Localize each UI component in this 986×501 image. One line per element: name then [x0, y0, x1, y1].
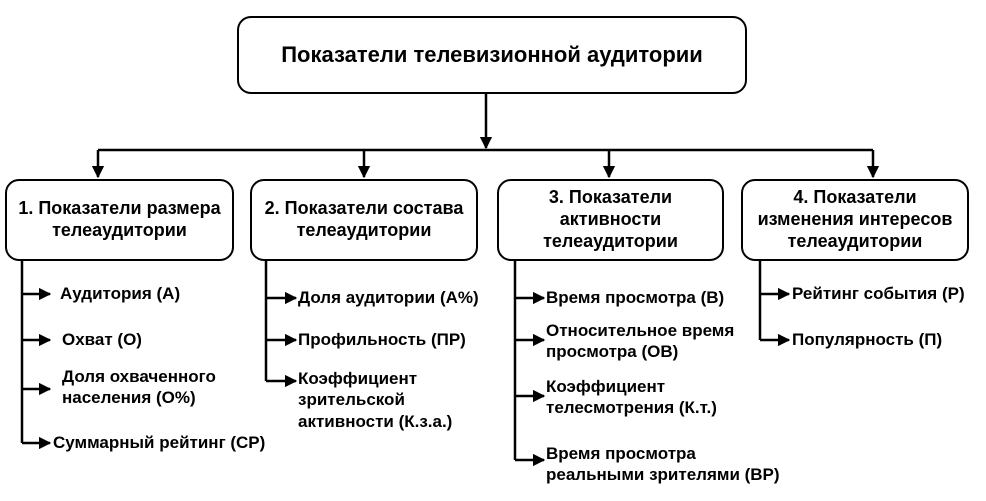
- category-label-line: телеаудитории: [52, 220, 187, 240]
- category-node-interest-change: 4. Показатели изменения интересов телеау…: [741, 179, 969, 261]
- indicator-item: Суммарный рейтинг (СР): [53, 432, 265, 453]
- category-label-line: 3. Показатели: [548, 187, 673, 208]
- indicator-item: Доля аудитории (А%): [298, 287, 479, 308]
- indicator-line: зрительской: [298, 390, 405, 410]
- category-label-line: телеаудитории: [296, 220, 432, 240]
- category-node-composition: 2. Показатели состава телеаудитории: [250, 179, 478, 261]
- indicator-line: Время просмотра (В): [546, 288, 725, 307]
- indicator-item: Время просмотра (В): [546, 287, 724, 308]
- category-node-activity: 3. Показатели активности телеаудитории: [497, 179, 724, 261]
- indicator-line: Доля охваченного: [62, 367, 216, 386]
- indicator-item: Коэффициент зрительской активности (К.з.…: [298, 368, 452, 432]
- root-title: Показатели телевизионной аудитории: [281, 41, 703, 67]
- indicator-item: Рейтинг события (Р): [792, 283, 965, 304]
- indicator-line: Профильность (ПР): [298, 330, 466, 349]
- category-label-line: 1. Показатели размера: [18, 198, 221, 219]
- category-node-size: 1. Показатели размера телеаудитории: [5, 179, 234, 261]
- indicator-line: Доля аудитории (А%): [298, 288, 479, 307]
- indicator-item: Доля охваченного населения (О%): [62, 366, 216, 409]
- category-label-line: телеаудитории: [787, 230, 923, 251]
- indicator-line: Время просмотра: [546, 444, 696, 463]
- root-node: Показатели телевизионной аудитории: [237, 16, 747, 94]
- category-label-line: 2. Показатели состава: [264, 198, 464, 219]
- category-label-line: изменения интересов: [757, 209, 953, 230]
- indicator-item: Коэффициент телесмотрения (К.т.): [546, 376, 717, 419]
- indicator-line: активности (К.з.а.): [298, 411, 453, 431]
- indicator-line: Суммарный рейтинг (СР): [53, 433, 266, 452]
- indicator-item: Охват (О): [62, 329, 142, 350]
- indicator-line: просмотра (ОВ): [546, 342, 679, 362]
- indicator-line: Относительное время: [546, 321, 735, 340]
- indicator-item: Популярность (П): [792, 329, 942, 350]
- indicator-line: Коэффициент: [298, 369, 418, 388]
- indicator-item: Время просмотра реальными зрителями (ВР): [546, 443, 780, 486]
- indicator-line: Аудитория (А): [60, 284, 181, 303]
- category-label-line: телеаудитории: [543, 230, 678, 251]
- indicator-line: Рейтинг события (Р): [792, 284, 965, 303]
- indicator-item: Профильность (ПР): [298, 329, 466, 350]
- indicator-item: Аудитория (А): [60, 283, 180, 304]
- indicator-item: Относительное время просмотра (ОВ): [546, 320, 734, 363]
- indicator-line: населения (О%): [62, 388, 196, 408]
- indicator-line: реальными зрителями (ВР): [546, 465, 780, 485]
- category-label-line: активности: [559, 209, 662, 230]
- indicator-line: телесмотрения (К.т.): [546, 398, 717, 418]
- indicator-line: Коэффициент: [546, 377, 666, 396]
- indicator-line: Охват (О): [62, 330, 142, 349]
- category-label-line: 4. Показатели: [793, 187, 917, 208]
- indicator-line: Популярность (П): [792, 330, 943, 349]
